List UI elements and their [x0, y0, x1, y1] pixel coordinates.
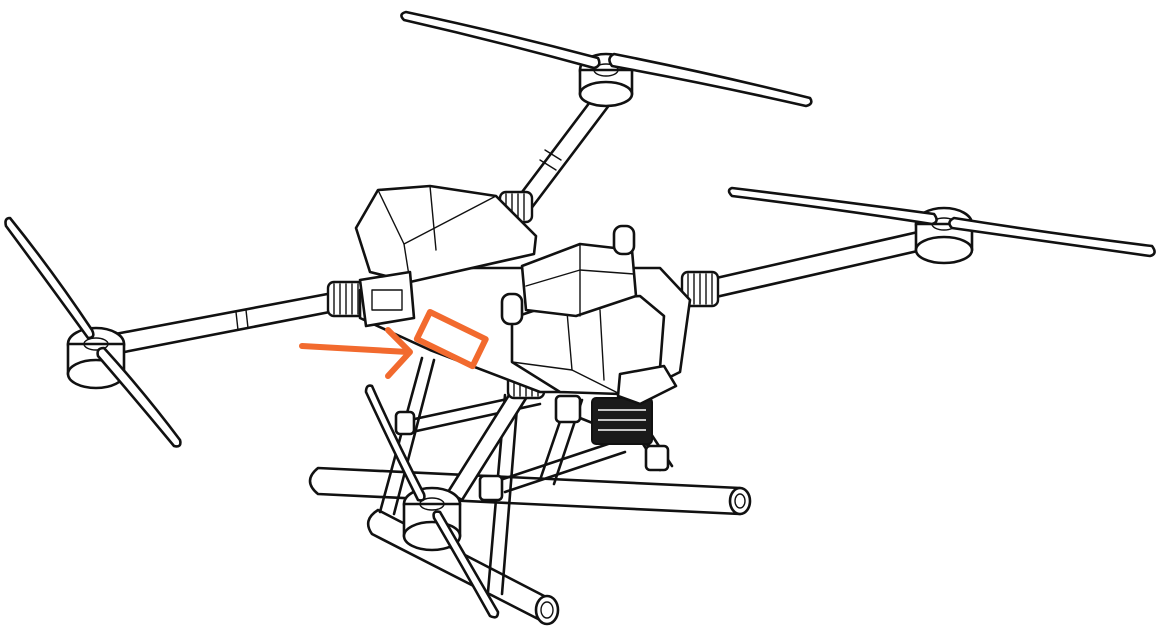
propeller-rear-right [400, 10, 813, 108]
rear-skid [308, 466, 752, 516]
callout-arrowhead [385, 327, 413, 379]
motor-rear-right [578, 52, 634, 108]
propeller-right [727, 186, 1156, 258]
motor-left [66, 326, 126, 390]
highlight-box [413, 309, 489, 370]
callout [299, 309, 489, 379]
landing-legs [378, 356, 674, 596]
arms [108, 92, 924, 502]
callout-arrow [299, 343, 411, 355]
propeller-front [364, 384, 500, 619]
propeller-left [4, 216, 182, 448]
motor-right [914, 206, 974, 265]
